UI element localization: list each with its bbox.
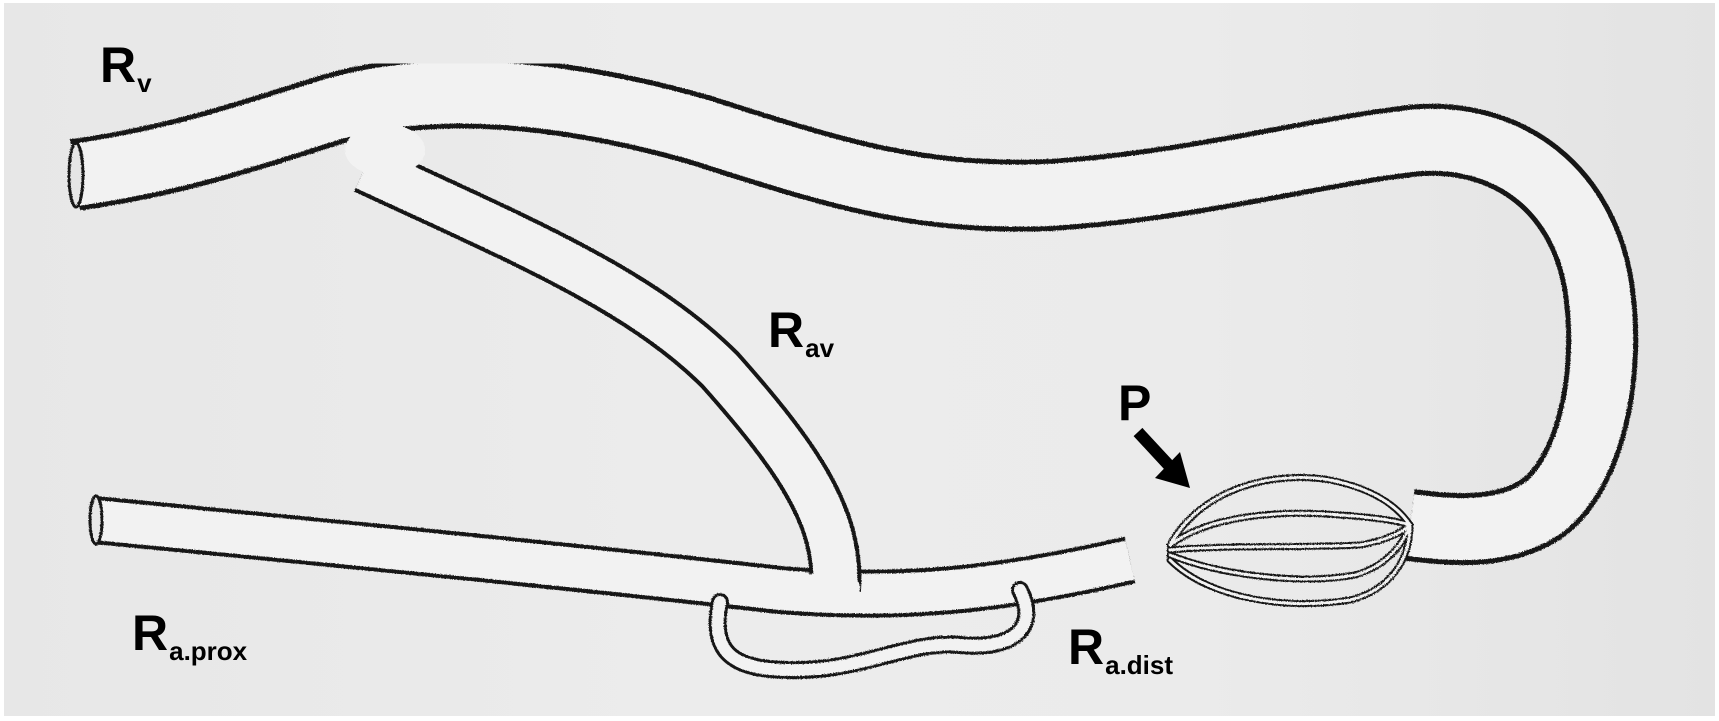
label-rv-sub: v [137,68,151,98]
label-rv-main: R [100,37,136,93]
arrow-down-right-icon [1138,432,1190,488]
artery-av-junction [800,570,860,606]
label-rav-main: R [768,302,804,358]
av-vessel [365,168,835,590]
vein-av-junction [345,124,425,176]
label-raprox: Ra.prox [132,608,247,658]
capillary-plexus [1170,478,1410,604]
label-rav: Rav [768,305,834,355]
label-p: P [1118,378,1151,428]
label-raprox-main: R [132,605,168,661]
label-raprox-sub: a.prox [169,636,247,666]
label-p-main: P [1118,375,1151,431]
proximal-artery [90,496,1130,594]
vein [69,93,1602,530]
label-rv: Rv [100,40,152,90]
label-radist: Ra.dist [1068,622,1173,672]
label-radist-main: R [1068,619,1104,675]
label-radist-sub: a.dist [1105,650,1173,680]
label-rav-sub: av [805,333,834,363]
